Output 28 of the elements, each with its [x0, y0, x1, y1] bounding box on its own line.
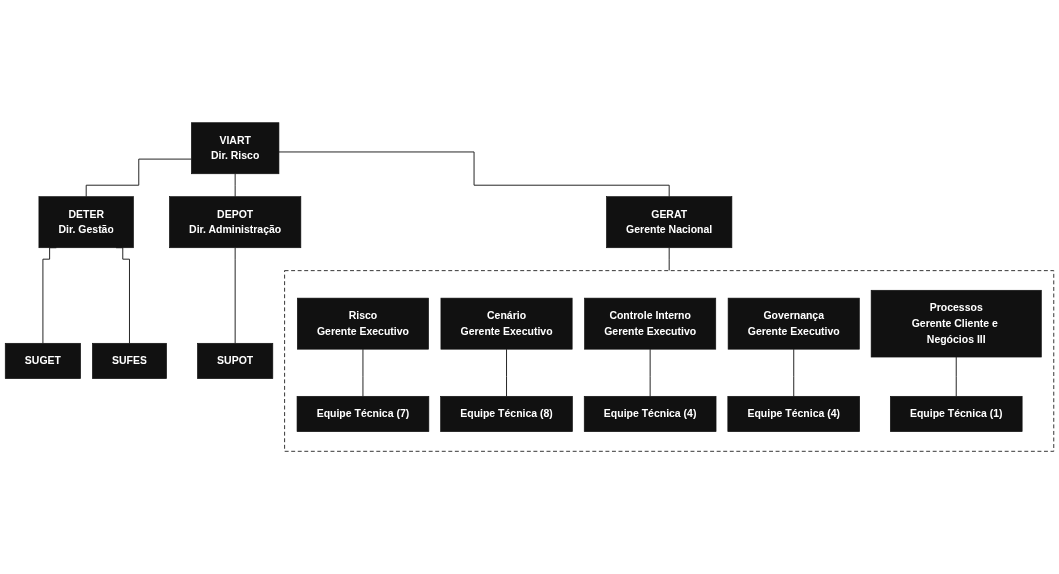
connector	[234, 173, 236, 198]
connector	[234, 247, 236, 344]
node-box: Cenário Gerente Executivo	[440, 297, 573, 350]
connector	[362, 348, 364, 397]
node-box: Equipe Técnica (8)	[440, 396, 573, 432]
node-box: SUPOT	[197, 342, 274, 379]
connector	[85, 158, 192, 198]
node-box: Equipe Técnica (1)	[890, 396, 1023, 432]
node-box: Governança Gerente Executivo	[727, 297, 860, 350]
node-box: DETER Dir. Gestão	[38, 196, 134, 249]
node-box: Risco Gerente Executivo	[297, 297, 429, 350]
node-box: GERAT Gerente Nacional	[606, 196, 733, 249]
node-box: Equipe Técnica (4)	[727, 396, 860, 432]
connector	[278, 151, 670, 198]
node-box: SUFES	[92, 342, 167, 379]
node-box: SUGET	[4, 342, 81, 379]
connector	[506, 348, 508, 397]
connector	[649, 348, 651, 397]
node-box: Equipe Técnica (7)	[296, 396, 430, 432]
cluster	[284, 270, 1055, 452]
node-box: Controle Interno Gerente Executivo	[584, 297, 717, 350]
node-box: Processos Gerente Cliente e Negócios III	[870, 289, 1042, 358]
connector	[668, 247, 670, 272]
node-box: VIART Dir. Risco	[191, 122, 280, 175]
node-box: Equipe Técnica (4)	[583, 396, 717, 432]
connector	[793, 348, 795, 397]
connector	[955, 356, 957, 397]
node-box: DEPOT Dir. Administração	[169, 196, 302, 249]
